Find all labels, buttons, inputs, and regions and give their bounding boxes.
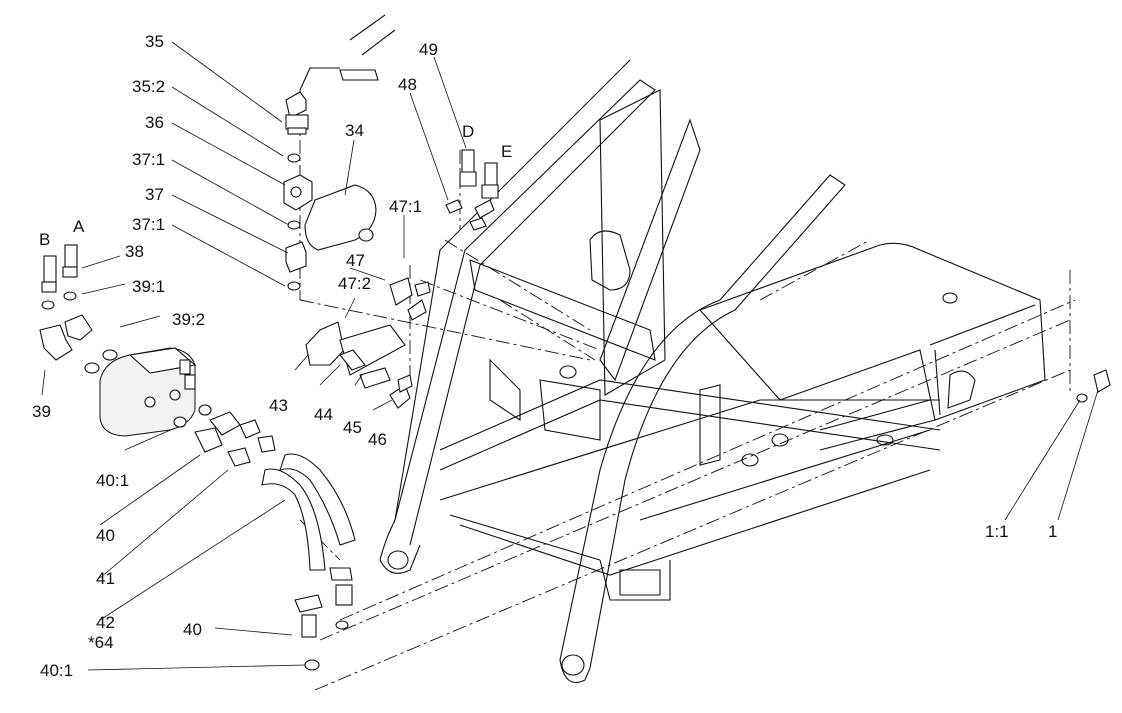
filter-assembly xyxy=(283,91,377,291)
callout-34: 34 xyxy=(345,121,364,140)
callout-47-2: 47:2 xyxy=(338,274,372,293)
frame-drawing xyxy=(379,59,1046,684)
leader-lines xyxy=(41,41,1099,671)
callout-38: 38 xyxy=(125,242,144,261)
callout-42: 42 xyxy=(96,613,115,632)
callout-E: E xyxy=(501,142,513,161)
callout-39-2: 39:2 xyxy=(172,310,206,329)
callout-35-2: 35:2 xyxy=(132,77,166,96)
callout-45: 45 xyxy=(343,418,362,437)
pump-assembly xyxy=(99,347,197,437)
callout-36: 36 xyxy=(145,113,164,132)
callout-39-1: 39:1 xyxy=(132,277,166,296)
fittings-d-e xyxy=(389,149,499,321)
lower-hoses xyxy=(173,404,356,671)
callout-D: D xyxy=(462,122,475,141)
callout-47-1: 47:1 xyxy=(389,197,423,216)
callout-43: 43 xyxy=(269,396,288,415)
callout-A: A xyxy=(73,217,85,236)
callout-40-1a: 40:1 xyxy=(96,471,130,490)
callout-46: 46 xyxy=(368,430,387,449)
callout-35: 35 xyxy=(145,32,164,51)
left-fittings xyxy=(39,244,118,374)
callout-40a: 40 xyxy=(96,526,115,545)
callout-1: 1 xyxy=(1048,522,1058,541)
callout-41: 41 xyxy=(96,569,115,588)
callout-1-1: 1:1 xyxy=(985,522,1009,541)
callout-37-1b: 37:1 xyxy=(132,215,166,234)
callout-47: 47 xyxy=(346,251,365,270)
hose-top xyxy=(299,14,396,91)
callout-40-1b: 40:1 xyxy=(40,661,74,680)
callout-44: 44 xyxy=(314,405,333,424)
plug-1 xyxy=(1076,369,1111,403)
callout-48: 48 xyxy=(398,75,417,94)
callout-37-1a: 37:1 xyxy=(132,150,166,169)
callout-B: B xyxy=(39,230,51,249)
callout-40b: 40 xyxy=(183,620,202,639)
callout-49: 49 xyxy=(419,40,438,59)
valve-block xyxy=(305,321,413,409)
callout-64: *64 xyxy=(88,633,114,652)
callout-37: 37 xyxy=(145,185,164,204)
callout-39: 39 xyxy=(32,402,51,421)
